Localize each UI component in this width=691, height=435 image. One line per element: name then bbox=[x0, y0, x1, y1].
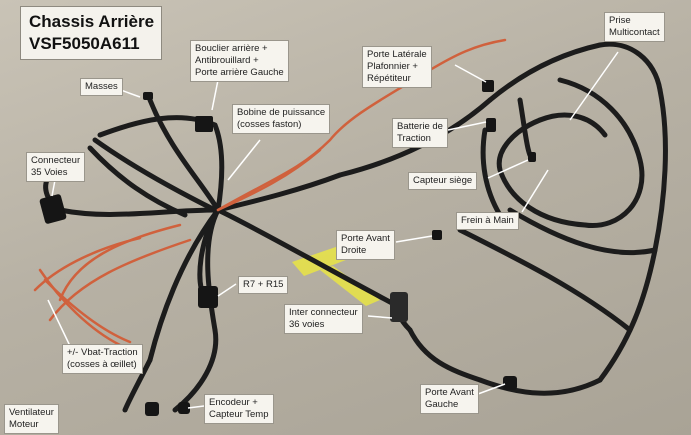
label-ventilateur: Ventilateur Moteur bbox=[4, 404, 59, 434]
label-bouclier-line-3: Porte arrière Gauche bbox=[195, 67, 284, 78]
title-line-1: Chassis Arrière bbox=[29, 12, 155, 31]
label-porte-avant-droite-line-1: Porte Avant bbox=[341, 233, 390, 244]
title-line-2: VSF5050A611 bbox=[29, 34, 140, 53]
label-masses: Masses bbox=[80, 78, 123, 96]
label-encodeur-line-2: Capteur Temp bbox=[209, 409, 269, 420]
connectors bbox=[39, 80, 536, 416]
label-capteur-siege: Capteur siège bbox=[408, 172, 478, 190]
label-connecteur: Connecteur 35 Voies bbox=[26, 152, 86, 182]
label-ventilateur-line-2: Moteur bbox=[9, 419, 39, 430]
label-porte-avant-gauche: Porte Avant Gauche bbox=[420, 384, 479, 414]
label-bobine: Bobine de puissance (cosses faston) bbox=[232, 104, 331, 134]
label-frein: Frein à Main bbox=[456, 212, 519, 230]
label-inter-connecteur: Inter connecteur 36 voies bbox=[284, 304, 363, 334]
label-bouclier: Bouclier arrière + Antibrouillard + Port… bbox=[190, 40, 289, 82]
black-cables bbox=[43, 41, 668, 413]
label-bouclier-line-1: Bouclier arrière + bbox=[195, 43, 268, 54]
orange-wires bbox=[33, 38, 507, 347]
label-porte-laterale-line-2: Plafonnier + bbox=[367, 61, 418, 72]
label-bouclier-line-2: Antibrouillard + bbox=[195, 55, 259, 66]
title-box: Chassis Arrière VSF5050A611 bbox=[20, 6, 162, 60]
label-porte-avant-droite-line-2: Droite bbox=[341, 245, 367, 256]
label-bobine-line-2: (cosses faston) bbox=[237, 119, 302, 130]
label-porte-avant-gauche-line-2: Gauche bbox=[425, 399, 459, 410]
label-connecteur-line-1: Connecteur bbox=[31, 155, 81, 166]
label-r7-r15-text: R7 + R15 bbox=[243, 279, 284, 290]
label-porte-laterale: Porte Latérale Plafonnier + Répétiteur bbox=[362, 46, 432, 88]
label-batterie: Batterie de Traction bbox=[392, 118, 448, 148]
label-capteur-siege-text: Capteur siège bbox=[413, 175, 473, 186]
label-ventilateur-line-1: Ventilateur bbox=[9, 407, 54, 418]
label-connecteur-line-2: 35 Voies bbox=[31, 167, 68, 178]
annotation-arrows bbox=[39, 51, 619, 421]
label-prise-line-1: Prise bbox=[609, 15, 631, 26]
label-inter-connecteur-line-1: Inter connecteur bbox=[289, 307, 358, 318]
label-porte-avant-gauche-line-1: Porte Avant bbox=[425, 387, 474, 398]
label-bobine-line-1: Bobine de puissance bbox=[237, 107, 326, 118]
label-vbat-traction: +/- Vbat-Traction (cosses à œillet) bbox=[62, 344, 143, 374]
label-masses-text: Masses bbox=[85, 81, 118, 92]
label-encodeur: Encodeur + Capteur Temp bbox=[204, 394, 274, 424]
label-batterie-line-1: Batterie de bbox=[397, 121, 443, 132]
label-inter-connecteur-line-2: 36 voies bbox=[289, 319, 325, 330]
label-prise: Prise Multicontact bbox=[604, 12, 665, 42]
label-batterie-line-2: Traction bbox=[397, 133, 431, 144]
label-vbat-traction-line-2: (cosses à œillet) bbox=[67, 359, 137, 370]
label-r7-r15: R7 + R15 bbox=[238, 276, 289, 294]
label-frein-text: Frein à Main bbox=[461, 215, 514, 226]
label-porte-laterale-line-3: Répétiteur bbox=[367, 73, 411, 84]
label-encodeur-line-1: Encodeur + bbox=[209, 397, 258, 408]
label-prise-line-2: Multicontact bbox=[609, 27, 660, 38]
label-porte-laterale-line-1: Porte Latérale bbox=[367, 49, 427, 60]
label-vbat-traction-line-1: +/- Vbat-Traction bbox=[67, 347, 138, 358]
label-porte-avant-droite: Porte Avant Droite bbox=[336, 230, 395, 260]
